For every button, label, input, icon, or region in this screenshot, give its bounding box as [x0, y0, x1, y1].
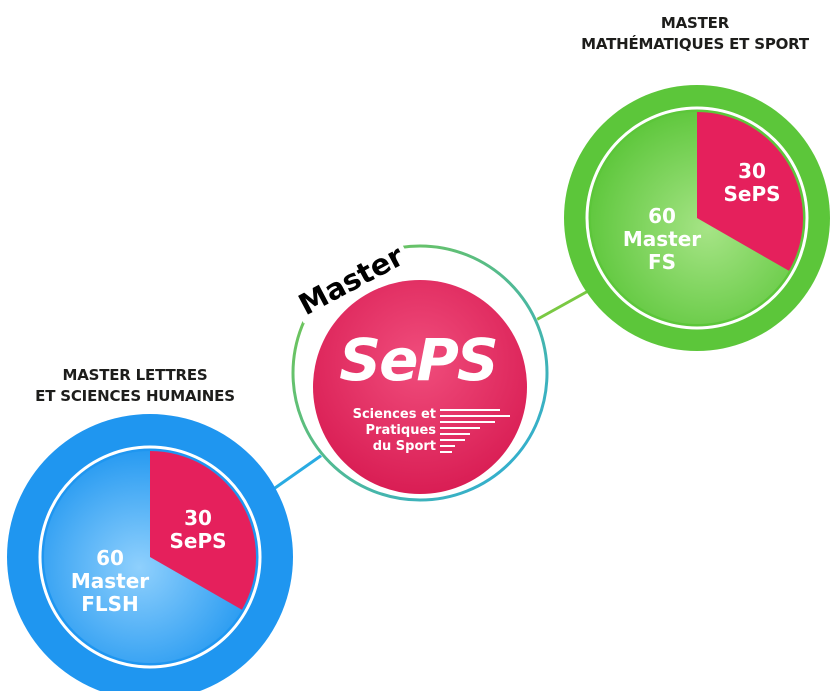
partner-label-line: 60	[648, 204, 676, 228]
seps-label-line: SePS	[169, 529, 226, 553]
center-pink-disc	[313, 280, 527, 494]
seps-subtitle-line: Pratiques	[366, 423, 437, 438]
program-circle-math: 60 Master FS 30 SePS	[564, 85, 830, 351]
heading-line: MATHÉMATIQUES ET SPORT	[581, 35, 809, 53]
center-gradient-ring	[291, 244, 549, 502]
seps-label-line: SePS	[723, 182, 780, 206]
heading-line: MASTER	[660, 14, 730, 32]
partner-label-line: Master	[71, 569, 149, 593]
seps-label-line: 30	[738, 159, 766, 183]
program-ring-line	[38, 445, 262, 669]
partner-label-line: 60	[96, 546, 124, 570]
heading-master-math-sport: MASTER MATHÉMATIQUES ET SPORT	[560, 13, 830, 55]
center-seps-logo: Master SePS Sciences et Pratiques du Spo…	[286, 233, 549, 502]
seps-subtitle-line: du Sport	[373, 439, 436, 454]
heading-master-lettres: MASTER LETTRES ET SCIENCES HUMAINES	[0, 365, 270, 407]
heading-line: ET SCIENCES HUMAINES	[35, 387, 235, 405]
seps-wordmark: SePS	[339, 326, 496, 394]
program-ring-line	[585, 106, 809, 330]
seps-decorative-lines	[440, 409, 510, 453]
partner-label-line: Master	[623, 227, 701, 251]
heading-line: MASTER LETTRES	[62, 366, 208, 384]
connector-center-to-math	[526, 288, 591, 327]
program-circle-lettres: 60 Master FLSH 30 SePS	[7, 414, 293, 691]
partner-label-line: FS	[648, 250, 676, 274]
seps-slice	[697, 112, 803, 271]
partner-label-line: FLSH	[81, 592, 139, 616]
seps-label-line: 30	[184, 506, 212, 530]
seps-subtitle-line: Sciences et	[353, 407, 436, 422]
master-badge-background	[286, 233, 414, 324]
seps-slice	[150, 451, 257, 610]
